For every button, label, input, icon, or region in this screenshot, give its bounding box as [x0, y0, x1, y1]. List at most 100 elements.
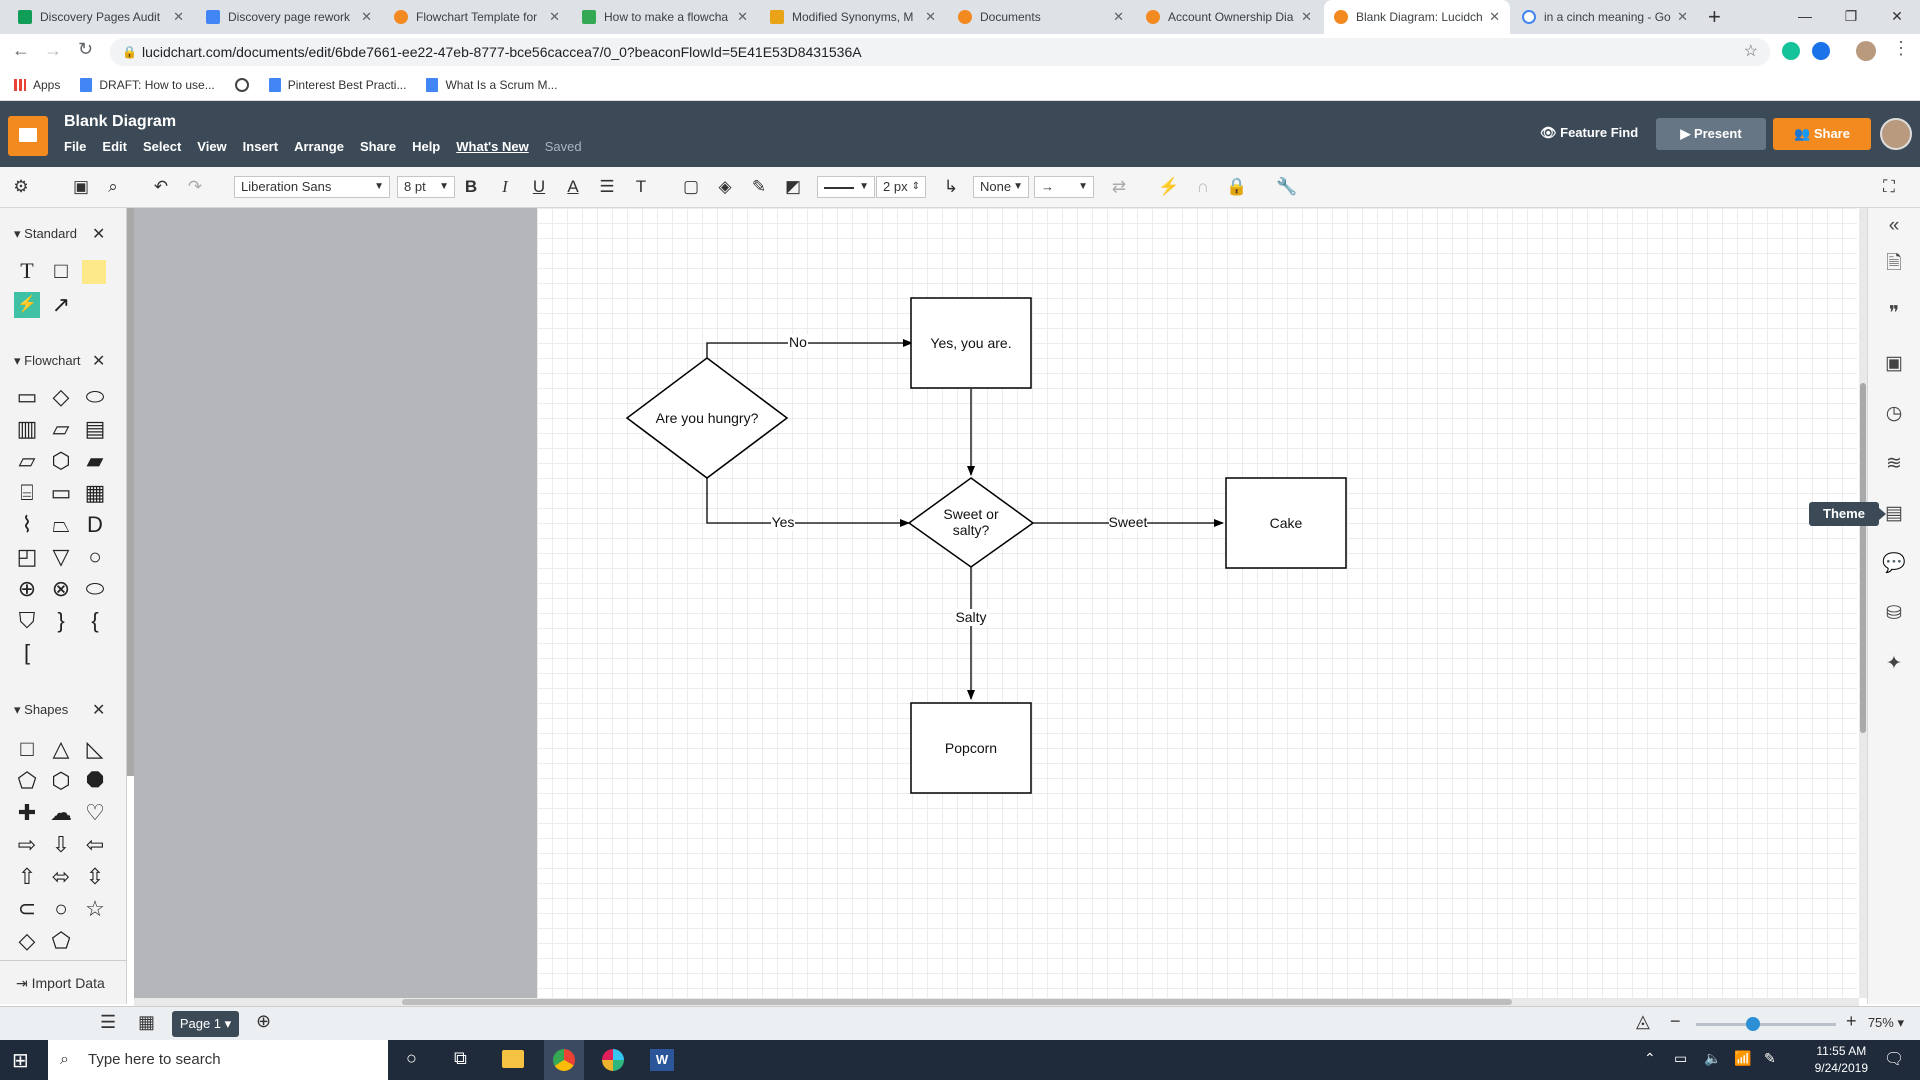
theme-icon[interactable]: ▤	[1885, 503, 1903, 524]
close-section-icon[interactable]: ✕	[92, 226, 106, 243]
forward-icon[interactable]: →	[44, 40, 62, 60]
menu-file[interactable]: File	[64, 139, 87, 154]
arrow-left-shape-icon[interactable]: ⇦	[85, 832, 105, 857]
file-explorer-icon[interactable]	[502, 1050, 524, 1068]
double-arrow-v-icon[interactable]: ⇳	[85, 864, 105, 889]
new-tab-button[interactable]: +	[1708, 4, 1721, 29]
swap-arrows-icon[interactable]: ⇄	[1111, 177, 1127, 196]
search-icon[interactable]: ⌕	[108, 177, 118, 196]
decision-sweet-or-salty[interactable]	[907, 477, 1035, 568]
close-tab-icon[interactable]: ✕	[549, 9, 560, 24]
sticky-note-icon[interactable]	[82, 260, 106, 284]
slack-taskbar-icon[interactable]	[602, 1049, 624, 1071]
italic-icon[interactable]: I	[502, 177, 508, 196]
present-button[interactable]: ▶ Present	[1656, 118, 1766, 150]
arrow-end-select[interactable]: →▼	[1034, 176, 1094, 198]
shape-options-icon[interactable]: ◩	[784, 177, 802, 196]
star-shape-icon[interactable]: ☆	[85, 896, 105, 921]
action-icon[interactable]: ⚡	[1158, 177, 1180, 196]
arrow-up-shape-icon[interactable]: ⇧	[17, 864, 37, 889]
canvas-horizontal-scrollbar[interactable]	[134, 998, 1859, 1006]
callout-shape-icon[interactable]: ⊂	[17, 896, 37, 921]
document-shape-icon[interactable]: ▱	[52, 416, 70, 441]
stored-data-icon[interactable]: ▭	[50, 480, 72, 505]
chrome-menu-icon[interactable]: ⋮	[1892, 38, 1910, 58]
zoom-out-icon[interactable]: −	[1670, 1011, 1681, 1031]
canvas-vertical-scrollbar[interactable]	[1859, 208, 1867, 998]
reload-icon[interactable]: ↻	[78, 39, 94, 59]
close-tab-icon[interactable]: ✕	[1301, 9, 1312, 24]
chrome-taskbar-icon[interactable]	[553, 1049, 575, 1071]
word-taskbar-icon[interactable]: W	[650, 1049, 674, 1071]
comments-quote-icon[interactable]: ❞	[1888, 303, 1900, 324]
wifi-icon[interactable]: 📶	[1734, 1050, 1752, 1066]
offpage-connector-icon[interactable]: ⛉	[18, 608, 36, 633]
redo-icon[interactable]: ↷	[187, 177, 203, 196]
shape-border-icon[interactable]: ▢	[682, 177, 700, 196]
close-tab-icon[interactable]: ✕	[173, 9, 184, 24]
collapse-panel-icon[interactable]: «	[1888, 215, 1900, 236]
browser-tab[interactable]: How to make a flowcha ✕	[572, 0, 758, 34]
grid-view-icon[interactable]: ▦	[138, 1012, 156, 1032]
profile-avatar[interactable]	[1856, 41, 1876, 61]
layers-icon[interactable]: ≋	[1886, 453, 1902, 474]
magic-wand-icon[interactable]: ✦	[1886, 653, 1902, 674]
lightning-action-icon[interactable]: ⚡	[14, 292, 40, 318]
hexagon-shape-icon[interactable]: ⬡	[51, 768, 71, 793]
triangle-shape-icon[interactable]: △	[52, 736, 70, 761]
document-title[interactable]: Blank Diagram	[64, 113, 177, 130]
text-options-icon[interactable]: T	[635, 177, 647, 196]
browser-tab[interactable]: Discovery page rework ✕	[196, 0, 382, 34]
diamond-shape-icon[interactable]: ◇	[18, 928, 36, 953]
merge-shape-icon[interactable]: ▽	[52, 544, 70, 569]
bold-icon[interactable]: B	[464, 177, 478, 196]
lock-icon[interactable]: 🔒	[1226, 177, 1248, 196]
fullscreen-icon[interactable]: ⛶	[1883, 177, 1895, 196]
data-io-shape-icon[interactable]: ▰	[86, 448, 104, 473]
pen-icon[interactable]: ✎	[1764, 1050, 1776, 1066]
cloud-shape-icon[interactable]: ☁	[50, 800, 72, 825]
lucidchart-logo[interactable]	[8, 116, 48, 156]
edge-label-salty[interactable]: Salty	[955, 609, 986, 625]
card-shape-icon[interactable]: ◰	[16, 544, 38, 569]
edge-label-yes[interactable]: Yes	[772, 514, 795, 530]
url-bar[interactable]: 🔒 lucidchart.com/documents/edit/6bde7661…	[110, 38, 1770, 66]
display-shape-icon[interactable]: ⬭	[85, 576, 105, 601]
menu-arrange[interactable]: Arrange	[294, 139, 344, 154]
close-tab-icon[interactable]: ✕	[1677, 9, 1688, 24]
scroll-thumb[interactable]	[402, 999, 1512, 1005]
align-text-icon[interactable]: ☰	[599, 177, 615, 196]
fill-color-icon[interactable]: ◈	[718, 177, 732, 196]
edge-label-sweet[interactable]: Sweet	[1109, 514, 1148, 530]
zoom-in-icon[interactable]: +	[1846, 1011, 1857, 1031]
bookmark-item[interactable]	[234, 78, 249, 92]
user-avatar[interactable]	[1880, 118, 1912, 150]
text-shape-icon[interactable]: T	[20, 258, 34, 283]
double-arrow-h-icon[interactable]: ⬄	[51, 864, 71, 889]
history-clock-icon[interactable]: ◷	[1885, 403, 1903, 424]
multi-document-icon[interactable]: ▤	[84, 416, 106, 441]
section-flowchart[interactable]: ▾ Flowchart ✕	[14, 353, 105, 370]
text-color-icon[interactable]: A	[567, 177, 579, 196]
page-settings-icon[interactable]: 🗎	[1886, 253, 1902, 274]
connector-circle-icon[interactable]: ○	[88, 544, 102, 569]
menu-insert[interactable]: Insert	[242, 139, 279, 154]
share-button[interactable]: 👥 Share	[1773, 118, 1871, 150]
right-triangle-icon[interactable]: ◺	[86, 736, 104, 761]
preparation-shape-icon[interactable]: ⬡	[51, 448, 71, 473]
bookmark-star-icon[interactable]: ☆	[1743, 43, 1758, 60]
add-page-icon[interactable]: ⊕	[256, 1011, 272, 1031]
edge-no[interactable]	[706, 339, 913, 358]
octagon-shape-icon[interactable]: ⯃	[86, 768, 104, 793]
close-tab-icon[interactable]: ✕	[361, 9, 372, 24]
process-yes-you-are[interactable]	[910, 297, 1032, 389]
task-view-icon[interactable]: ⧉	[454, 1048, 467, 1068]
import-data-button[interactable]: ⇥ Import Data	[0, 960, 126, 1004]
arrow-right-shape-icon[interactable]: ⇨	[17, 832, 37, 857]
scroll-thumb[interactable]	[1860, 383, 1866, 733]
feature-find-button[interactable]: 👁 Feature Find	[1540, 125, 1638, 141]
magnet-icon[interactable]: ∩	[1196, 177, 1210, 196]
cortana-icon[interactable]: ○	[406, 1048, 417, 1068]
menu-edit[interactable]: Edit	[102, 139, 127, 154]
close-window-icon[interactable]: ✕	[1891, 8, 1903, 24]
